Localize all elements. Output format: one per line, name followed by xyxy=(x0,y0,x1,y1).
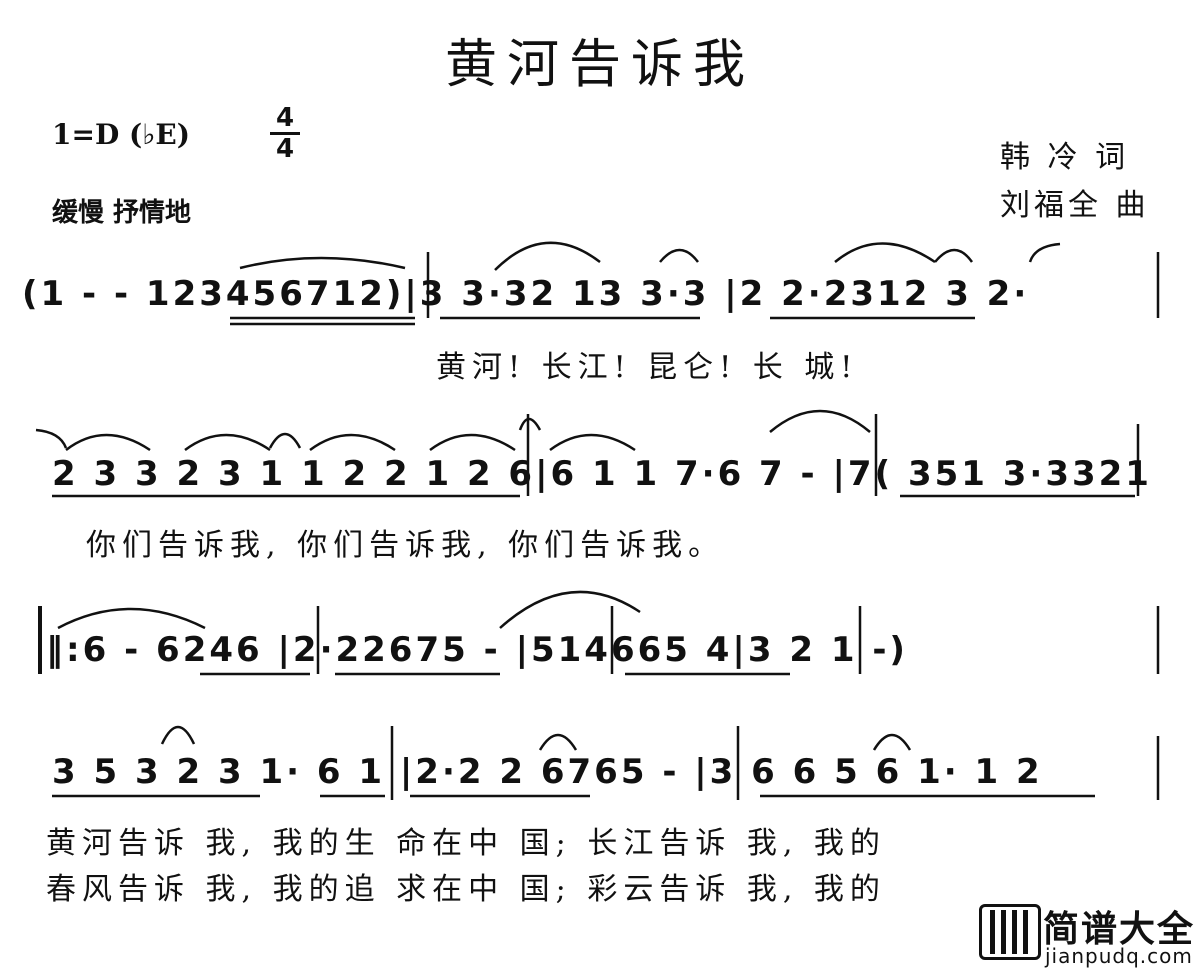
site-logo: 简谱大全 jianpudq.com xyxy=(975,900,1200,969)
system-1-lyrics: 黄河! 长江! 昆仑! 长 城! xyxy=(436,350,859,385)
system-4-lyrics-verse-1: 黄河告诉 我, 我的生 命在中 国; 长江告诉 我, 我的 xyxy=(46,826,886,861)
slur xyxy=(160,725,196,745)
slur xyxy=(518,417,542,431)
time-signature-bottom: 4 xyxy=(270,132,300,163)
key-signature: 1=D (♭E) xyxy=(52,118,191,151)
system-2-lyrics: 你们告诉我, 你们告诉我, 你们告诉我。 xyxy=(86,528,725,563)
system-3-notes: ‖:6 - 6246 |2·22675 - |514665 4|3 2 1 -) xyxy=(46,630,908,670)
lyricist-credit: 韩 冷 词 xyxy=(1000,140,1130,175)
slur xyxy=(184,433,271,452)
slur xyxy=(1028,242,1061,263)
slur xyxy=(834,242,936,264)
tempo-marking: 缓慢 抒情地 xyxy=(52,198,192,228)
composer-credit: 刘福全 曲 xyxy=(1000,188,1150,223)
piano-icon xyxy=(979,904,1041,960)
slur xyxy=(872,733,912,751)
slur xyxy=(268,432,302,449)
slur xyxy=(769,409,871,433)
slur xyxy=(429,433,516,452)
system-1-notes: (1 - - 123456712)|3 3·32 13 3·3 |2 2·231… xyxy=(22,274,1030,314)
time-signature-top: 4 xyxy=(275,103,295,133)
slur xyxy=(65,433,151,452)
logo-url: jianpudq.com xyxy=(1045,944,1193,968)
slur xyxy=(309,433,396,452)
slur xyxy=(494,241,601,271)
slur xyxy=(499,590,641,629)
system-2-notes: 2 3 3 2 3 1 1 2 2 1 2 6|6 1 1 7·6 7 - |7… xyxy=(52,454,1152,494)
slur xyxy=(35,428,68,449)
slur xyxy=(538,733,578,751)
slur xyxy=(934,248,974,263)
slur xyxy=(659,248,699,263)
time-signature: 4 4 xyxy=(270,104,300,163)
system-4-lyrics-verse-2: 春风告诉 我, 我的追 求在中 国; 彩云告诉 我, 我的 xyxy=(46,872,886,907)
song-title: 黄河告诉我 xyxy=(444,35,755,95)
system-4-notes: 3 5 3 2 3 1· 6 1 |2·2 2 6765 - |3 6 6 5 … xyxy=(52,752,1043,792)
slur xyxy=(57,607,206,630)
slur xyxy=(549,433,636,452)
logo-brand: 简谱大全 xyxy=(1043,909,1196,950)
slur xyxy=(239,256,406,270)
